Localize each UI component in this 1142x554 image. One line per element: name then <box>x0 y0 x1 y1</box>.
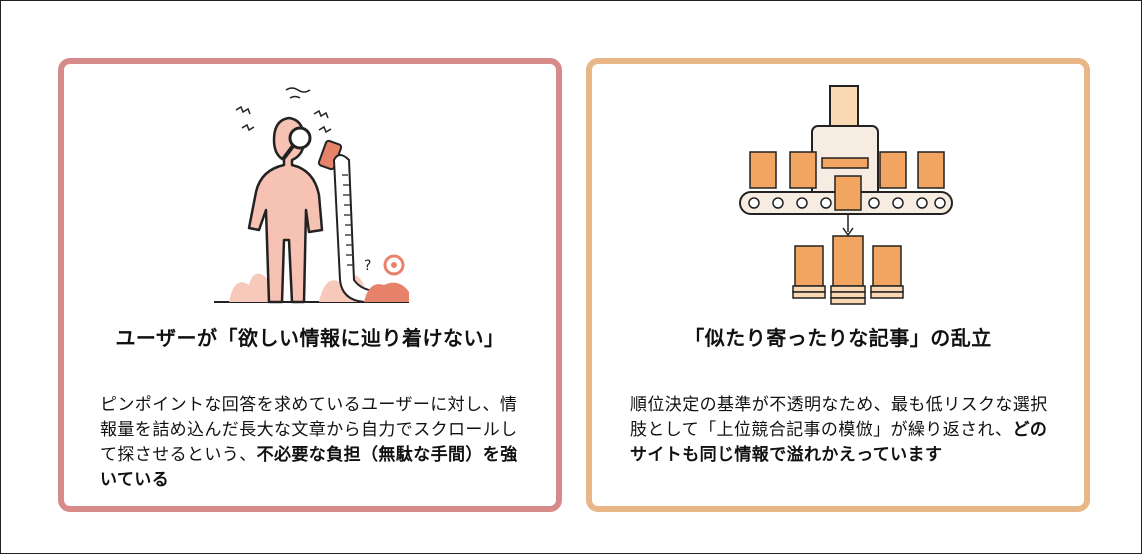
card-body-text: 順位決定の基準が不透明なため、最も低リスクな選択肢として「上位競合記事の模倣」が… <box>630 395 1048 440</box>
card-body: ピンポイントな回答を求めているユーザーに対し、情報量を詰め込んだ長大な文章から自… <box>100 393 524 493</box>
question-mark-text: ? <box>364 258 371 274</box>
card-user-cannot-find-info: ? ユーザーが「欲しい情報に辿り着けない」 ピンポイントな回答を求めているユーザ… <box>58 58 562 512</box>
card-title: 「似たり寄ったりな記事」の乱立 <box>684 326 992 350</box>
conveyor-copying-documents-icon <box>739 85 953 305</box>
card-body-text: ピンポイントな回答を求めているユーザーに対し、情報量を詰め込んだ長大な文章から自… <box>100 395 518 465</box>
card-body-emphasis: どのサイトも同じ情報で溢れかえっています <box>630 420 1048 465</box>
card-title: ユーザーが「欲しい情報に辿り着けない」 <box>115 326 505 350</box>
person-with-magnifier-and-long-scroll-icon: ? <box>214 87 409 304</box>
card-similar-articles: 「似たり寄ったりな記事」の乱立 順位決定の基準が不透明なため、最も低リスクな選択… <box>586 58 1090 512</box>
card-body-emphasis: 不必要な負担（無駄な手間）を強いている <box>100 445 518 490</box>
card-body: 順位決定の基準が不透明なため、最も低リスクな選択肢として「上位競合記事の模倣」が… <box>630 393 1056 468</box>
